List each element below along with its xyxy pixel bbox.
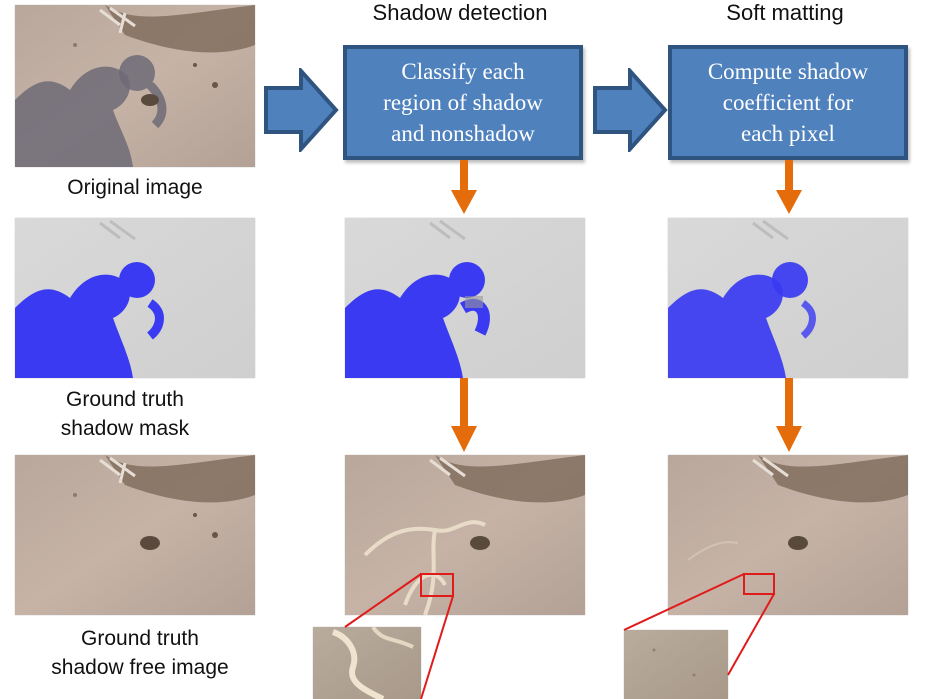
detection-shadow-free-image <box>345 455 585 615</box>
down-arrow-detection-2-icon <box>451 378 477 452</box>
column-title-soft-matting: Soft matting <box>726 0 844 25</box>
label-ground-truth-shadow-free: Ground truth shadow free image <box>51 627 229 679</box>
ground-truth-mask-image <box>15 218 255 378</box>
soft-matting-mask-image <box>668 218 908 378</box>
flow-arrow-to-matting-icon <box>593 68 668 152</box>
down-arrow-detection-1-icon <box>451 160 477 214</box>
ground-truth-shadow-free-image <box>15 455 255 615</box>
original-image <box>15 5 255 167</box>
down-arrow-matting-2-icon <box>776 378 802 452</box>
label-ground-truth-mask: Ground truth shadow mask <box>60 388 190 440</box>
zoom-inset-matting <box>624 630 728 699</box>
detection-mask-image <box>345 218 585 378</box>
step-box-classify: Classify each region of shadow and nonsh… <box>343 45 583 160</box>
step-box-compute-coefficient: Compute shadow coefficient for each pixe… <box>668 45 908 160</box>
flow-arrow-to-detection-icon <box>264 68 339 152</box>
zoom-inset-detection <box>313 627 421 699</box>
column-title-shadow-detection: Shadow detection <box>372 0 548 25</box>
soft-matting-shadow-free-image <box>668 455 908 615</box>
label-original-image: Original image <box>67 176 203 199</box>
down-arrow-matting-1-icon <box>776 160 802 214</box>
